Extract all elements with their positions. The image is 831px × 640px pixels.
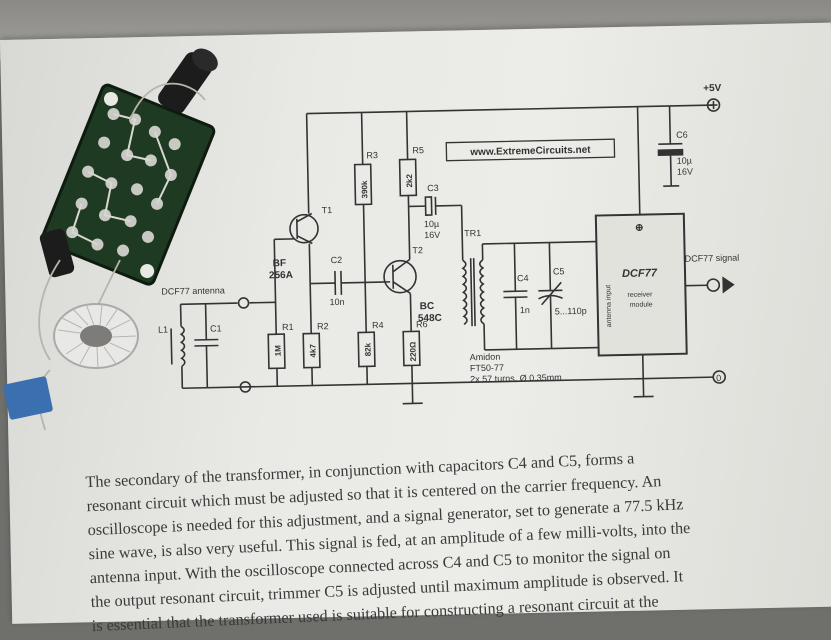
c5-ref: C5 <box>553 266 565 276</box>
electrolytic-capacitor <box>155 44 222 117</box>
t1-type-1: BF <box>273 258 287 269</box>
website-label: www.ExtremeCircuits.net <box>469 145 591 159</box>
c6-value-2: 16V <box>677 167 693 177</box>
tr1-core-3: 2x 57 turns, Ø 0.35mm <box>470 372 562 384</box>
c2-value: 10n <box>329 297 344 307</box>
c3-value-1: 10µ <box>424 219 439 229</box>
ground-label: 0 <box>716 373 721 383</box>
t1-ref: T1 <box>322 205 333 215</box>
t1-type-2: 256A <box>269 270 293 281</box>
r1-value: 1M <box>273 345 282 357</box>
c2-ref: C2 <box>331 255 343 265</box>
prototype-photo <box>0 30 240 450</box>
r2-ref: R2 <box>317 321 329 331</box>
r6-value: 220Ω <box>408 341 417 362</box>
t2-ref: T2 <box>412 245 423 255</box>
c3-ref: C3 <box>427 183 439 193</box>
body-paragraph: The secondary of the transformer, in con… <box>85 437 831 638</box>
r2-value: 4k7 <box>308 344 317 358</box>
c5-value: 5...110p <box>555 306 587 317</box>
r4-value: 82k <box>363 342 372 356</box>
r3-ref: R3 <box>366 150 378 160</box>
c6-value-1: 10µ <box>677 156 692 166</box>
t2-type-1: BC <box>420 301 435 312</box>
r1-ref: R1 <box>282 322 294 332</box>
tr1-ref: TR1 <box>464 228 481 238</box>
supply-label: +5V <box>703 83 722 94</box>
tr1-core-2: FT50-77 <box>470 363 504 374</box>
toroid-coil <box>54 304 138 368</box>
r6-ref: R6 <box>416 319 428 329</box>
c3-value-2: 16V <box>424 230 440 240</box>
c4-ref: C4 <box>517 273 529 283</box>
r5-ref: R5 <box>412 145 424 155</box>
trimmer-capacitor <box>3 376 54 420</box>
r3-value: 390k <box>360 180 369 199</box>
module-title: DCF77 <box>622 267 658 280</box>
signal-label: DCF77 signal <box>685 253 740 264</box>
module-subtitle-1: receiver <box>627 291 653 299</box>
tr1-core-1: Amidon <box>470 352 501 363</box>
r4-ref: R4 <box>372 320 384 330</box>
c4-value: 1n <box>520 305 530 315</box>
c6-ref: C6 <box>676 130 688 140</box>
module-subtitle-2: module <box>630 301 653 308</box>
r5-value: 2k2 <box>405 173 414 187</box>
module-input-label: antenna input <box>605 285 613 328</box>
module-plus: ⊕ <box>635 223 644 234</box>
